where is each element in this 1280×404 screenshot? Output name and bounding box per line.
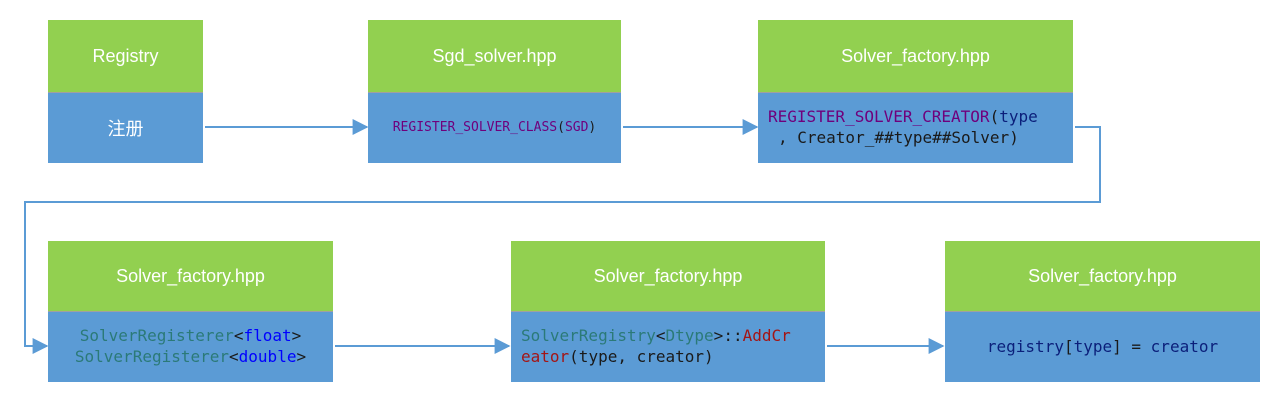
solver-factory-header-4: Solver_factory.hpp bbox=[945, 241, 1260, 312]
solver-factory-box-1: Solver_factory.hpp REGISTER_SOLVER_CREAT… bbox=[758, 20, 1073, 163]
solver-registerer-body: SolverRegisterer<float> SolverRegisterer… bbox=[48, 312, 333, 382]
macro-register-solver-class: REGISTER_SOLVER_CLASS bbox=[392, 119, 558, 135]
paren-open: ( bbox=[557, 119, 565, 135]
paren-close: ) bbox=[588, 119, 597, 135]
sgd-solver-box: Sgd_solver.hpp REGISTER_SOLVER_CLASS(SGD… bbox=[368, 20, 621, 163]
registry-box: Registry 注册 bbox=[48, 20, 203, 163]
lt: < bbox=[233, 326, 244, 346]
solver-registry-box: Solver_factory.hpp SolverRegistry<Dtype>… bbox=[511, 241, 825, 382]
lt: < bbox=[229, 347, 239, 366]
solver-factory-header-1: Solver_factory.hpp bbox=[758, 20, 1073, 93]
registerer-float-line: SolverRegisterer<float> bbox=[80, 326, 302, 347]
sgd-solver-body: REGISTER_SOLVER_CLASS(SGD) bbox=[368, 93, 621, 163]
var-creator: creator bbox=[1150, 336, 1219, 356]
kw-double: double bbox=[238, 347, 297, 366]
creator-code-line-2: , Creator_##type##Solver) bbox=[778, 128, 1019, 147]
tparam-dtype: Dtype bbox=[665, 326, 714, 346]
sgd-code-line: REGISTER_SOLVER_CLASS(SGD) bbox=[393, 120, 597, 137]
solver-factory-body-1: REGISTER_SOLVER_CREATOR(type , Creator_#… bbox=[758, 93, 1073, 163]
type-solver-registry: SolverRegistry bbox=[521, 326, 656, 346]
registry-assign-line: registry[type] = creator bbox=[987, 337, 1218, 358]
arrow-factory-to-registerer bbox=[24, 126, 1101, 354]
registerer-double-line: SolverRegisterer<double> bbox=[75, 347, 306, 368]
lt: < bbox=[655, 326, 666, 346]
solver-factory-header-3: Solver_factory.hpp bbox=[511, 241, 825, 312]
registry-map-box: Solver_factory.hpp registry[type] = crea… bbox=[945, 241, 1260, 382]
addcreator-line-1: SolverRegistry<Dtype>::AddCr bbox=[521, 326, 791, 347]
registry-map-body: registry[type] = creator bbox=[945, 312, 1260, 382]
gt: > bbox=[291, 326, 302, 346]
solver-registry-body: SolverRegistry<Dtype>::AddCr eator(type,… bbox=[511, 312, 825, 382]
var-registry: registry bbox=[986, 336, 1064, 356]
registry-header: Registry bbox=[48, 20, 203, 93]
gt: > bbox=[713, 326, 724, 346]
registry-body: 注册 bbox=[48, 93, 203, 163]
idx-type: type bbox=[1073, 336, 1113, 356]
scope-op: :: bbox=[723, 326, 743, 346]
gt: > bbox=[296, 347, 307, 366]
solver-registerer-box: Solver_factory.hpp SolverRegisterer<floa… bbox=[48, 241, 333, 382]
solver-factory-header-2: Solver_factory.hpp bbox=[48, 241, 333, 312]
paren-open: ( bbox=[989, 107, 1000, 127]
bracket-close: ] bbox=[1112, 336, 1122, 356]
addcreator-args: (type, creator) bbox=[569, 347, 714, 366]
arg-sgd: SGD bbox=[564, 119, 589, 135]
register-label: 注册 bbox=[107, 119, 144, 140]
macro-register-solver-creator: REGISTER_SOLVER_CREATOR bbox=[768, 107, 990, 127]
creator-code-line-1: REGISTER_SOLVER_CREATOR(type bbox=[768, 107, 1038, 128]
kw-float: float bbox=[243, 326, 292, 346]
sgd-solver-header: Sgd_solver.hpp bbox=[368, 20, 621, 93]
type-solver-registerer: SolverRegisterer bbox=[74, 347, 230, 366]
bracket-open: [ bbox=[1063, 336, 1074, 356]
func-addcreator-part2: eator bbox=[521, 347, 570, 366]
arg-type: type bbox=[999, 107, 1038, 127]
assign-op: = bbox=[1121, 336, 1151, 356]
addcreator-line-2: eator(type, creator) bbox=[521, 347, 714, 368]
type-solver-registerer: SolverRegisterer bbox=[79, 326, 234, 346]
func-addcreator-part1: AddCr bbox=[742, 326, 791, 346]
